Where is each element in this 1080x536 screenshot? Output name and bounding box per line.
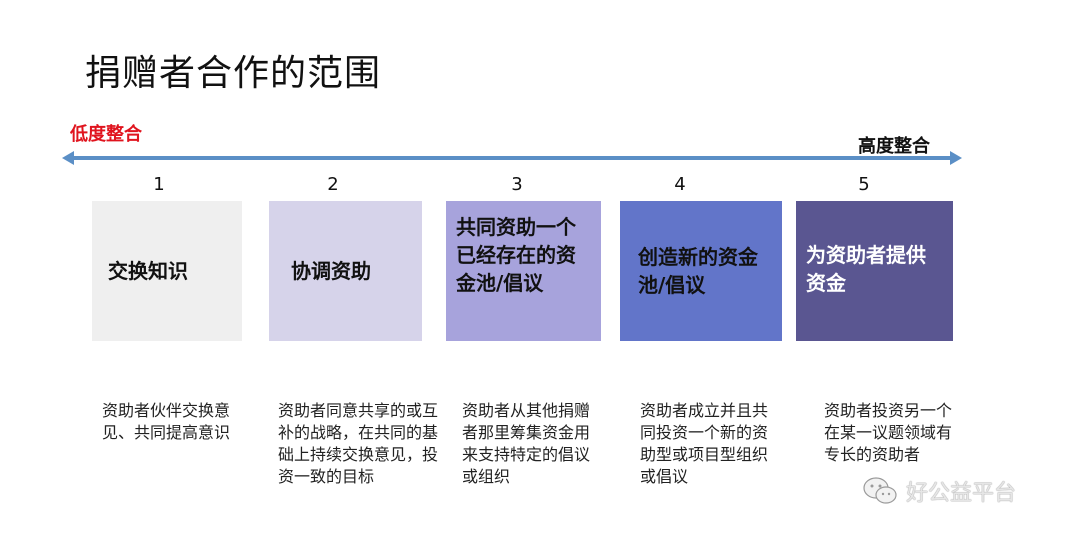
stage-box-2: 协调资助 — [269, 201, 422, 341]
stage-description-5: 资助者投资另一个在某一议题领域有专长的资助者 — [824, 401, 953, 464]
page-title: 捐赠者合作的范围 — [85, 53, 382, 94]
watermark: 好公益平台 — [862, 475, 1016, 507]
left-arrow-head — [62, 151, 74, 165]
stage-number-4: 4 — [674, 174, 686, 195]
stage-label-4: 创造新的资金池/倡议 — [638, 245, 758, 297]
stage-label-3: 共同资助一个已经存在的资金池/倡议 — [456, 215, 576, 295]
stage-box-1: 交换知识 — [92, 201, 242, 341]
low-integration-label: 低度整合 — [70, 124, 142, 145]
stage-number-3: 3 — [511, 174, 523, 195]
wechat-icon — [863, 477, 897, 504]
stage-description-1: 资助者伙伴交换意见、共同提高意识 — [102, 401, 231, 442]
stage-box-3: 共同资助一个已经存在的资金池/倡议 — [446, 201, 601, 341]
stage-label-5: 为资助者提供资金 — [806, 243, 926, 295]
stage-label-2: 协调资助 — [291, 259, 371, 283]
stage-number-5: 5 — [858, 174, 870, 195]
watermark-text: 好公益平台 — [906, 481, 1017, 506]
stage-label-1: 交换知识 — [108, 259, 188, 283]
right-arrow-head — [950, 151, 962, 165]
high-integration-label: 高度整合 — [858, 136, 930, 157]
integration-axis-arrow — [62, 151, 962, 165]
stage-box-4: 创造新的资金池/倡议 — [620, 201, 782, 341]
stage-description-2: 资助者同意共享的或互补的战略，在共同的基础上持续交换意见，投资一致的目标 — [278, 401, 439, 486]
stage-number-2: 2 — [327, 174, 339, 195]
stage-description-4: 资助者成立并且共同投资一个新的资助型或项目型组织或倡议 — [640, 401, 769, 486]
stage-box-5: 为资助者提供资金 — [796, 201, 953, 341]
stage-number-1: 1 — [153, 174, 165, 195]
stage-description-3: 资助者从其他捐赠者那里筹集资金用来支持特定的倡议或组织 — [462, 401, 591, 486]
